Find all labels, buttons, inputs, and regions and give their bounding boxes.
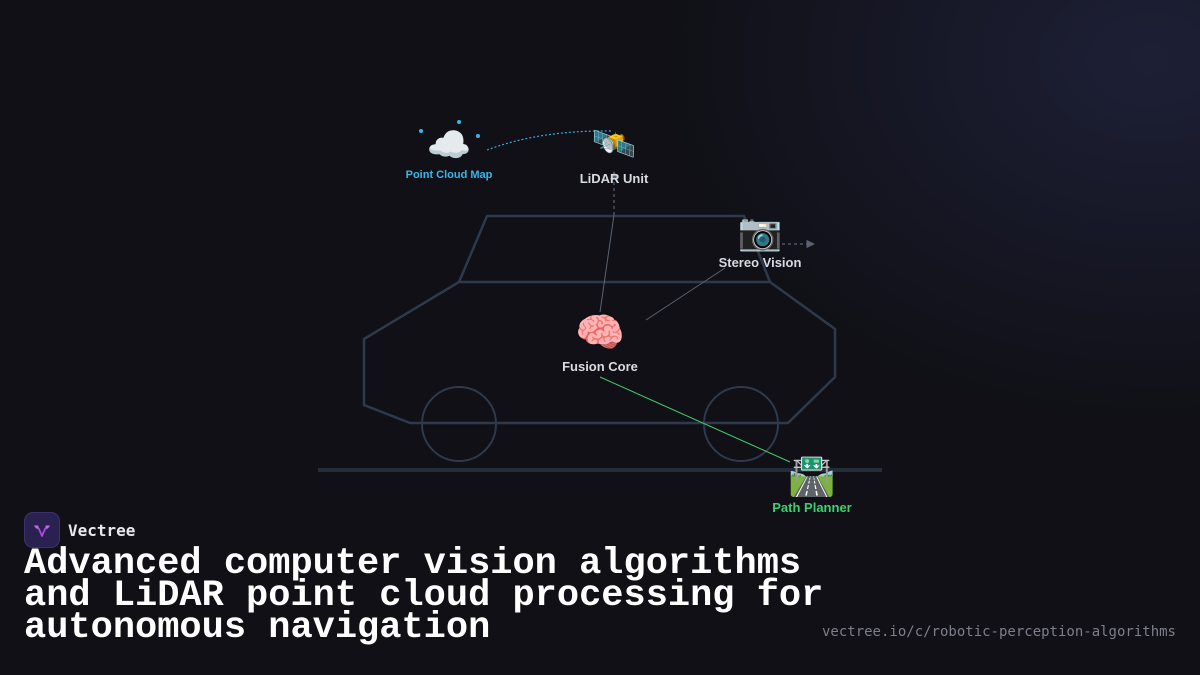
- source-url[interactable]: vectree.io/c/robotic-perception-algorith…: [821, 624, 1176, 640]
- point-cloud-dot: [476, 134, 480, 138]
- brand-name: Vectree: [68, 520, 136, 540]
- point-cloud-dot: [457, 120, 461, 124]
- car-cabin-outline: [457, 214, 772, 283]
- road-icon: 🛣️: [788, 456, 836, 498]
- car-body-outline: [362, 280, 837, 425]
- page-title: Advanced computer vision algorithms and …: [24, 543, 824, 649]
- camera-icon: 📷: [737, 211, 783, 252]
- link-lidar-to-fusion: [599, 214, 615, 313]
- brand: Vectree: [24, 512, 135, 548]
- front-wheel: [421, 386, 497, 462]
- node-label: LiDAR Unit: [579, 171, 649, 186]
- link-fusion-to-path: [599, 376, 791, 463]
- link-cloud-to-lidar: [486, 130, 613, 151]
- node-point-cloud-map: ☁️ Point Cloud Map: [405, 124, 493, 182]
- link-stereo-to-fusion: [645, 267, 726, 321]
- brain-icon: 🧠: [575, 311, 625, 355]
- node-path-planner: 🛣️ Path Planner: [772, 458, 851, 515]
- vectree-logo-icon: [24, 512, 60, 548]
- node-label: Fusion Core: [562, 359, 638, 374]
- node-fusion-core: 🧠 Fusion Core: [562, 313, 638, 374]
- cloud-icon: ☁️: [426, 124, 472, 165]
- node-label: Stereo Vision: [718, 255, 802, 270]
- point-cloud-dot: [438, 139, 442, 143]
- node-label: Point Cloud Map: [405, 169, 493, 181]
- node-lidar-unit: 🛰️ LiDAR Unit: [579, 123, 649, 187]
- satellite-icon: 🛰️: [591, 123, 637, 164]
- point-cloud-dot: [419, 129, 423, 133]
- node-label: Path Planner: [772, 500, 852, 515]
- node-stereo-vision: 📷 Stereo Vision: [718, 211, 802, 271]
